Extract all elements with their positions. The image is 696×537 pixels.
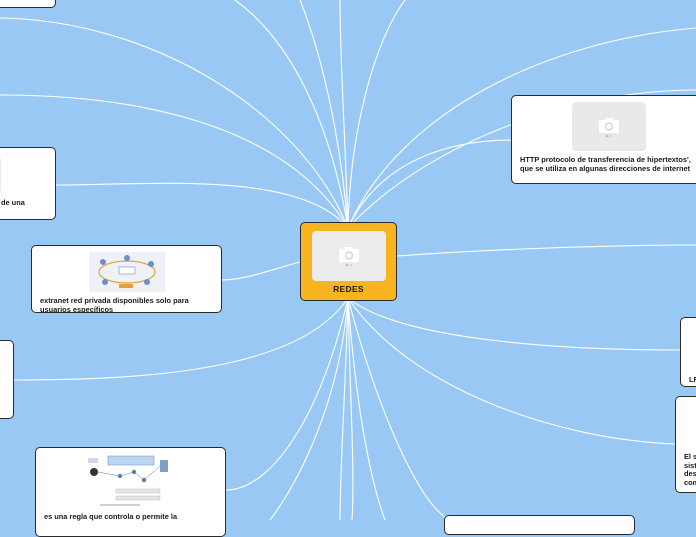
- node-right-el-partial[interactable]: El s sist des com: [675, 396, 696, 493]
- node-http[interactable]: HTTP protocolo de transferencia de hiper…: [511, 95, 696, 184]
- connector-line: [347, 139, 513, 229]
- connector-line: [347, 297, 446, 518]
- image-placeholder: [312, 231, 386, 281]
- node-top-left-partial[interactable]: [0, 0, 56, 8]
- connector-line: [396, 244, 696, 257]
- node-text: de una: [1, 198, 25, 207]
- node-left-middle-partial[interactable]: [0, 340, 14, 419]
- node-left-partial[interactable]: de una: [0, 147, 56, 220]
- connector-line: [347, 27, 696, 229]
- node-right-lr-partial[interactable]: LR: [680, 317, 696, 387]
- node-text: LR: [689, 375, 696, 384]
- connector-line: [347, 89, 696, 229]
- node-text: extranet red privada disponibles solo pa…: [40, 296, 189, 313]
- firewall-diagram-image: [85, 454, 176, 508]
- connector-line: [225, 297, 349, 491]
- connector-line: [234, 0, 349, 229]
- connector-line: [347, 297, 386, 520]
- camera-icon: [339, 247, 359, 267]
- extranet-diagram-image: [88, 252, 165, 292]
- connector-line: [269, 297, 349, 520]
- connector-line: [0, 94, 349, 229]
- connector-line: [0, 17, 349, 229]
- node-text: es una regla que controla o permite la: [44, 512, 178, 521]
- connector-line: [339, 0, 349, 229]
- connector-line: [13, 297, 349, 381]
- connector-lines: [0, 0, 696, 520]
- connector-line: [347, 297, 677, 445]
- central-topic-redes[interactable]: REDES: [300, 222, 397, 301]
- central-topic-title: REDES: [333, 284, 364, 294]
- connector-line: [55, 182, 349, 229]
- connector-line: [221, 261, 301, 281]
- camera-icon: [598, 117, 619, 137]
- node-text: El s sist des com: [684, 452, 696, 488]
- connector-line: [299, 0, 349, 229]
- image-placeholder: [0, 156, 1, 194]
- node-extranet[interactable]: extranet red privada disponibles solo pa…: [31, 245, 222, 313]
- connector-line: [339, 297, 349, 520]
- node-bottom-partial[interactable]: [444, 515, 635, 535]
- connector-line: [347, 297, 681, 351]
- connector-line: [347, 0, 406, 229]
- image-placeholder: [571, 102, 646, 151]
- connector-line: [347, 297, 354, 520]
- node-text: HTTP protocolo de transferencia de hiper…: [520, 155, 691, 174]
- node-firewall-rule[interactable]: es una regla que controla o permite la: [35, 447, 226, 537]
